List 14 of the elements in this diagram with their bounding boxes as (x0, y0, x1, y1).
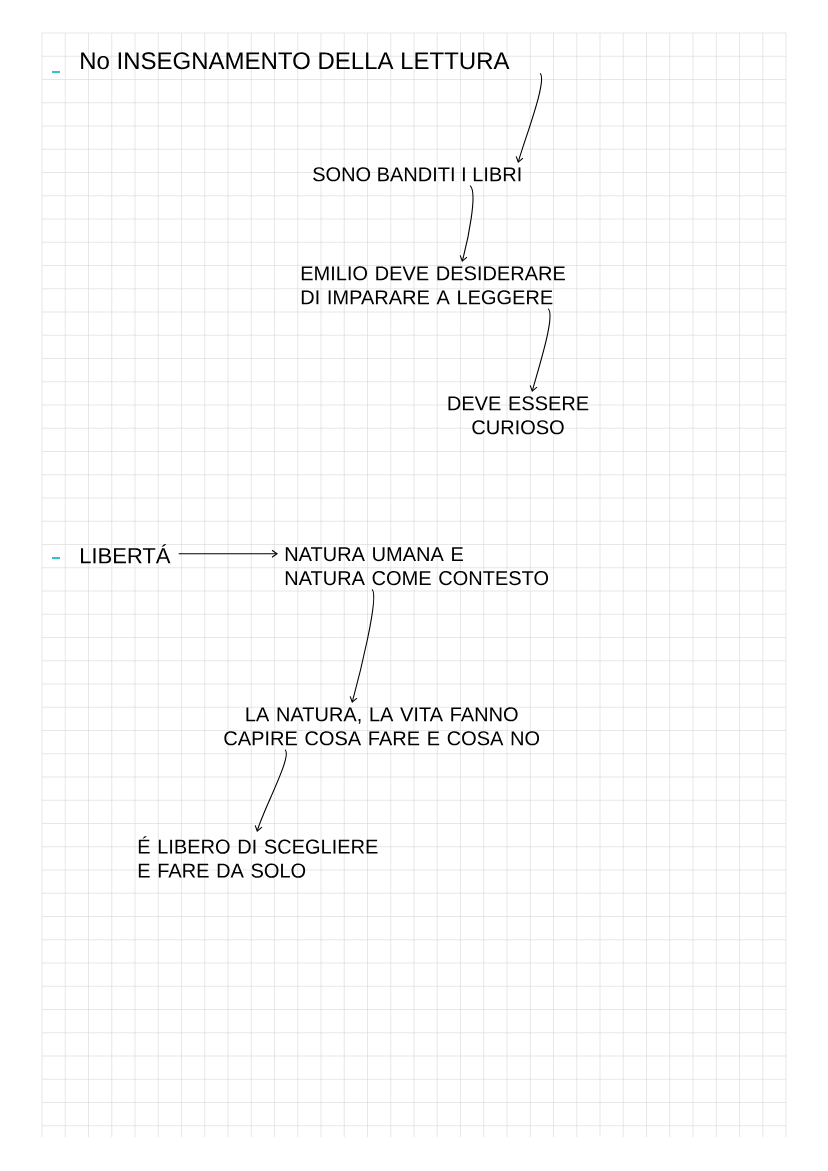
note-text: No INSEGNAMENTO DELLA LETTURA (81, 52, 510, 70)
arrow (529, 308, 551, 392)
note-text: LA NATURA, LA VITA FANNO CAPIRE COSA FARE E COSA NO (224, 707, 540, 746)
note-text: EMILIO DEVE DESIDERARE DI IMPARARE A LEGGERE (301, 266, 565, 305)
arrow (349, 588, 375, 703)
arrow (459, 185, 474, 262)
note-text: NATURA UMANA E NATURA COME CONTESTO (285, 547, 549, 586)
arrow (178, 549, 278, 558)
arrow (515, 72, 543, 163)
note-text: É LIBERO DI SCEGLIERE E FARE DA SOLO (138, 836, 378, 878)
note-text: DEVE ESSERE CURIOSO (448, 396, 589, 435)
note-text: SONO BANDITI I LIBRI (313, 167, 521, 182)
note-text: LIBERTÁ (81, 544, 171, 564)
arrow (254, 749, 287, 832)
